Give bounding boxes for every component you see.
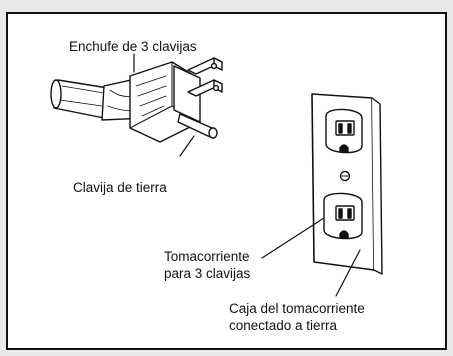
leader-lines (133, 53, 361, 297)
box-label-line-1: Caja del tomacorriente (229, 301, 365, 316)
box-label: Caja del tomacorriente conectado a tierr… (229, 300, 409, 334)
receptacle-label: Tomacorriente para 3 clavijas (164, 248, 284, 282)
box-label-line-2: conectado a tierra (229, 318, 338, 333)
three-prong-plug (50, 57, 223, 143)
receptacle-label-line-1: Tomacorriente (164, 249, 250, 264)
plug-label: Enchufe de 3 clavijas (69, 39, 197, 54)
grounded-outlet (311, 93, 383, 275)
ground-pin-label: Clavija de tierra (73, 180, 167, 195)
receptacle-label-line-2: para 3 clavijas (164, 266, 251, 281)
